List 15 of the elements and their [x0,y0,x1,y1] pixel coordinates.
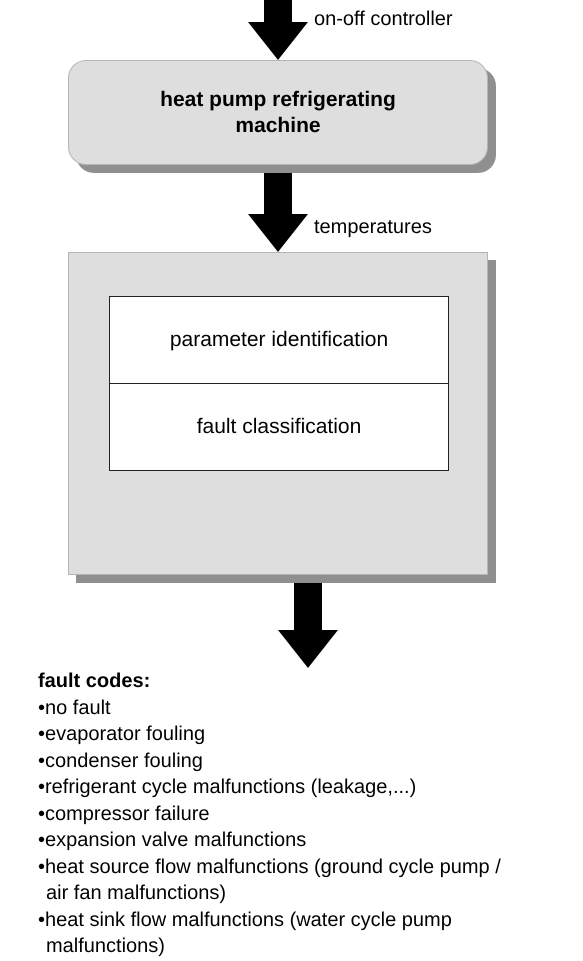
list-item: •refrigerant cycle malfunctions (leakage,...) [38,775,418,800]
box-label: fault classification [196,415,362,439]
list-item: •expansion valve malfunctions [38,828,308,853]
box-title: heat pump refrigerating machine [159,86,397,138]
list-item: •compressor failure [38,802,211,826]
list-item: •no fault [38,696,112,720]
list-heading: fault codes: [38,669,152,694]
list-item: •heat sink flow malfunctions (water cycle pump malfunctions) [38,908,453,959]
box-label: parameter identification [170,328,388,352]
list-item: •heat source flow malfunctions (ground cycle pump / air fan malfunctions) [38,854,502,906]
list-item: •evaporator fouling [38,722,206,747]
process-box [109,296,449,384]
process-box [109,383,449,471]
list-item: •condenser fouling [38,748,204,774]
arrow [248,0,308,60]
